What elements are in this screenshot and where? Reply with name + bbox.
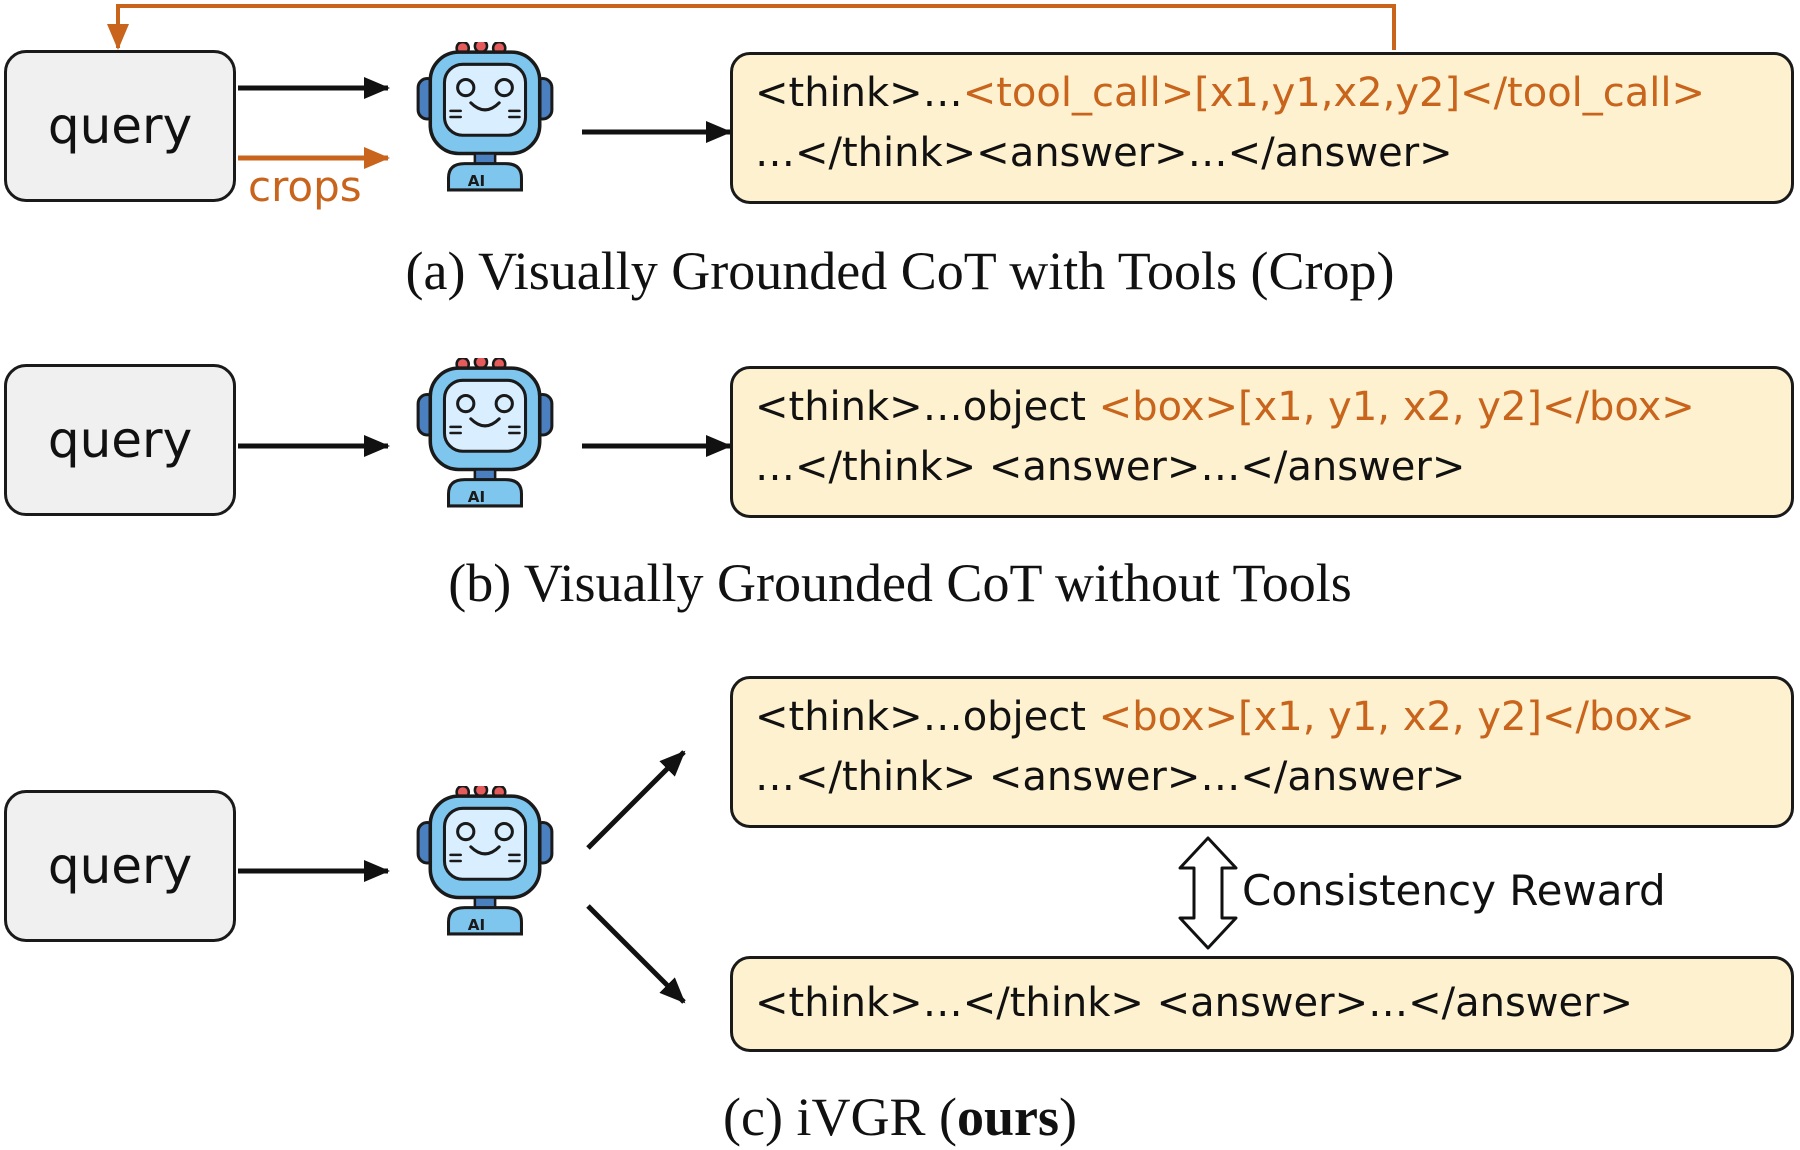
query-box-c: query xyxy=(4,790,236,942)
robot-ai-icon: AI xyxy=(416,42,554,192)
tool-call-tag: <tool_call>[x1,y1,x2,y2]</tool_call> xyxy=(962,70,1706,116)
box-tag-c: <box>[x1, y1, x2, y2]</box> xyxy=(1098,694,1695,740)
consistency-reward-label: Consistency Reward xyxy=(1242,866,1666,915)
output-a-line2: …</think><answer>…</answer> xyxy=(755,130,1453,176)
output-box-b: <think>…object <box>[x1, y1, x2, y2]</bo… xyxy=(730,366,1794,518)
model-to-top-output-arrow xyxy=(586,750,686,850)
query-box-b: query xyxy=(4,364,236,516)
output-box-c-top: <think>…object <box>[x1, y1, x2, y2]</bo… xyxy=(730,676,1794,828)
query-label-a: query xyxy=(47,97,193,155)
caption-c: (c) iVGR (ours) xyxy=(0,1086,1800,1148)
robot-ai-icon: AI xyxy=(416,786,554,936)
query-label-b: query xyxy=(47,411,193,469)
feedback-loop-arrow xyxy=(107,4,1396,50)
robot-badge: AI xyxy=(468,488,485,506)
output-b-think-open: <think>…object xyxy=(755,384,1099,430)
robot-ai-icon: AI xyxy=(416,358,554,508)
output-c-top-line1: <think>…object <box>[x1, y1, x2, y2]</bo… xyxy=(755,687,1791,747)
box-tag-b: <box>[x1, y1, x2, y2]</box> xyxy=(1098,384,1695,430)
output-a-line1: <think>…<tool_call>[x1,y1,x2,y2]</tool_c… xyxy=(755,63,1791,123)
output-box-c-bottom: <think>…</think> <answer>…</answer> xyxy=(730,956,1794,1052)
caption-c-prefix: (c) iVGR ( xyxy=(723,1087,957,1147)
query-label-c: query xyxy=(47,837,193,895)
output-c-top-line2: …</think> <answer>…</answer> xyxy=(755,754,1466,800)
caption-c-suffix: ) xyxy=(1058,1087,1077,1147)
caption-a: (a) Visually Grounded CoT with Tools (Cr… xyxy=(405,241,1395,301)
robot-badge: AI xyxy=(468,172,485,190)
output-b-line1: <think>…object <box>[x1, y1, x2, y2]</bo… xyxy=(755,377,1791,437)
output-c-think-open: <think>…object xyxy=(755,694,1099,740)
caption-b: (b) Visually Grounded CoT without Tools xyxy=(448,553,1352,613)
robot-badge: AI xyxy=(468,916,485,934)
consistency-double-arrow xyxy=(1178,836,1238,950)
query-box-a: query xyxy=(4,50,236,202)
output-b-line2: …</think> <answer>…</answer> xyxy=(755,444,1466,490)
output-box-a: <think>…<tool_call>[x1,y1,x2,y2]</tool_c… xyxy=(730,52,1794,204)
output-a-think-open: <think>… xyxy=(755,70,963,116)
output-c-bottom-line: <think>…</think> <answer>…</answer> xyxy=(755,980,1634,1026)
crops-label: crops xyxy=(248,162,362,211)
model-to-bottom-output-arrow xyxy=(586,904,686,1004)
caption-c-ours: ours xyxy=(956,1087,1059,1147)
